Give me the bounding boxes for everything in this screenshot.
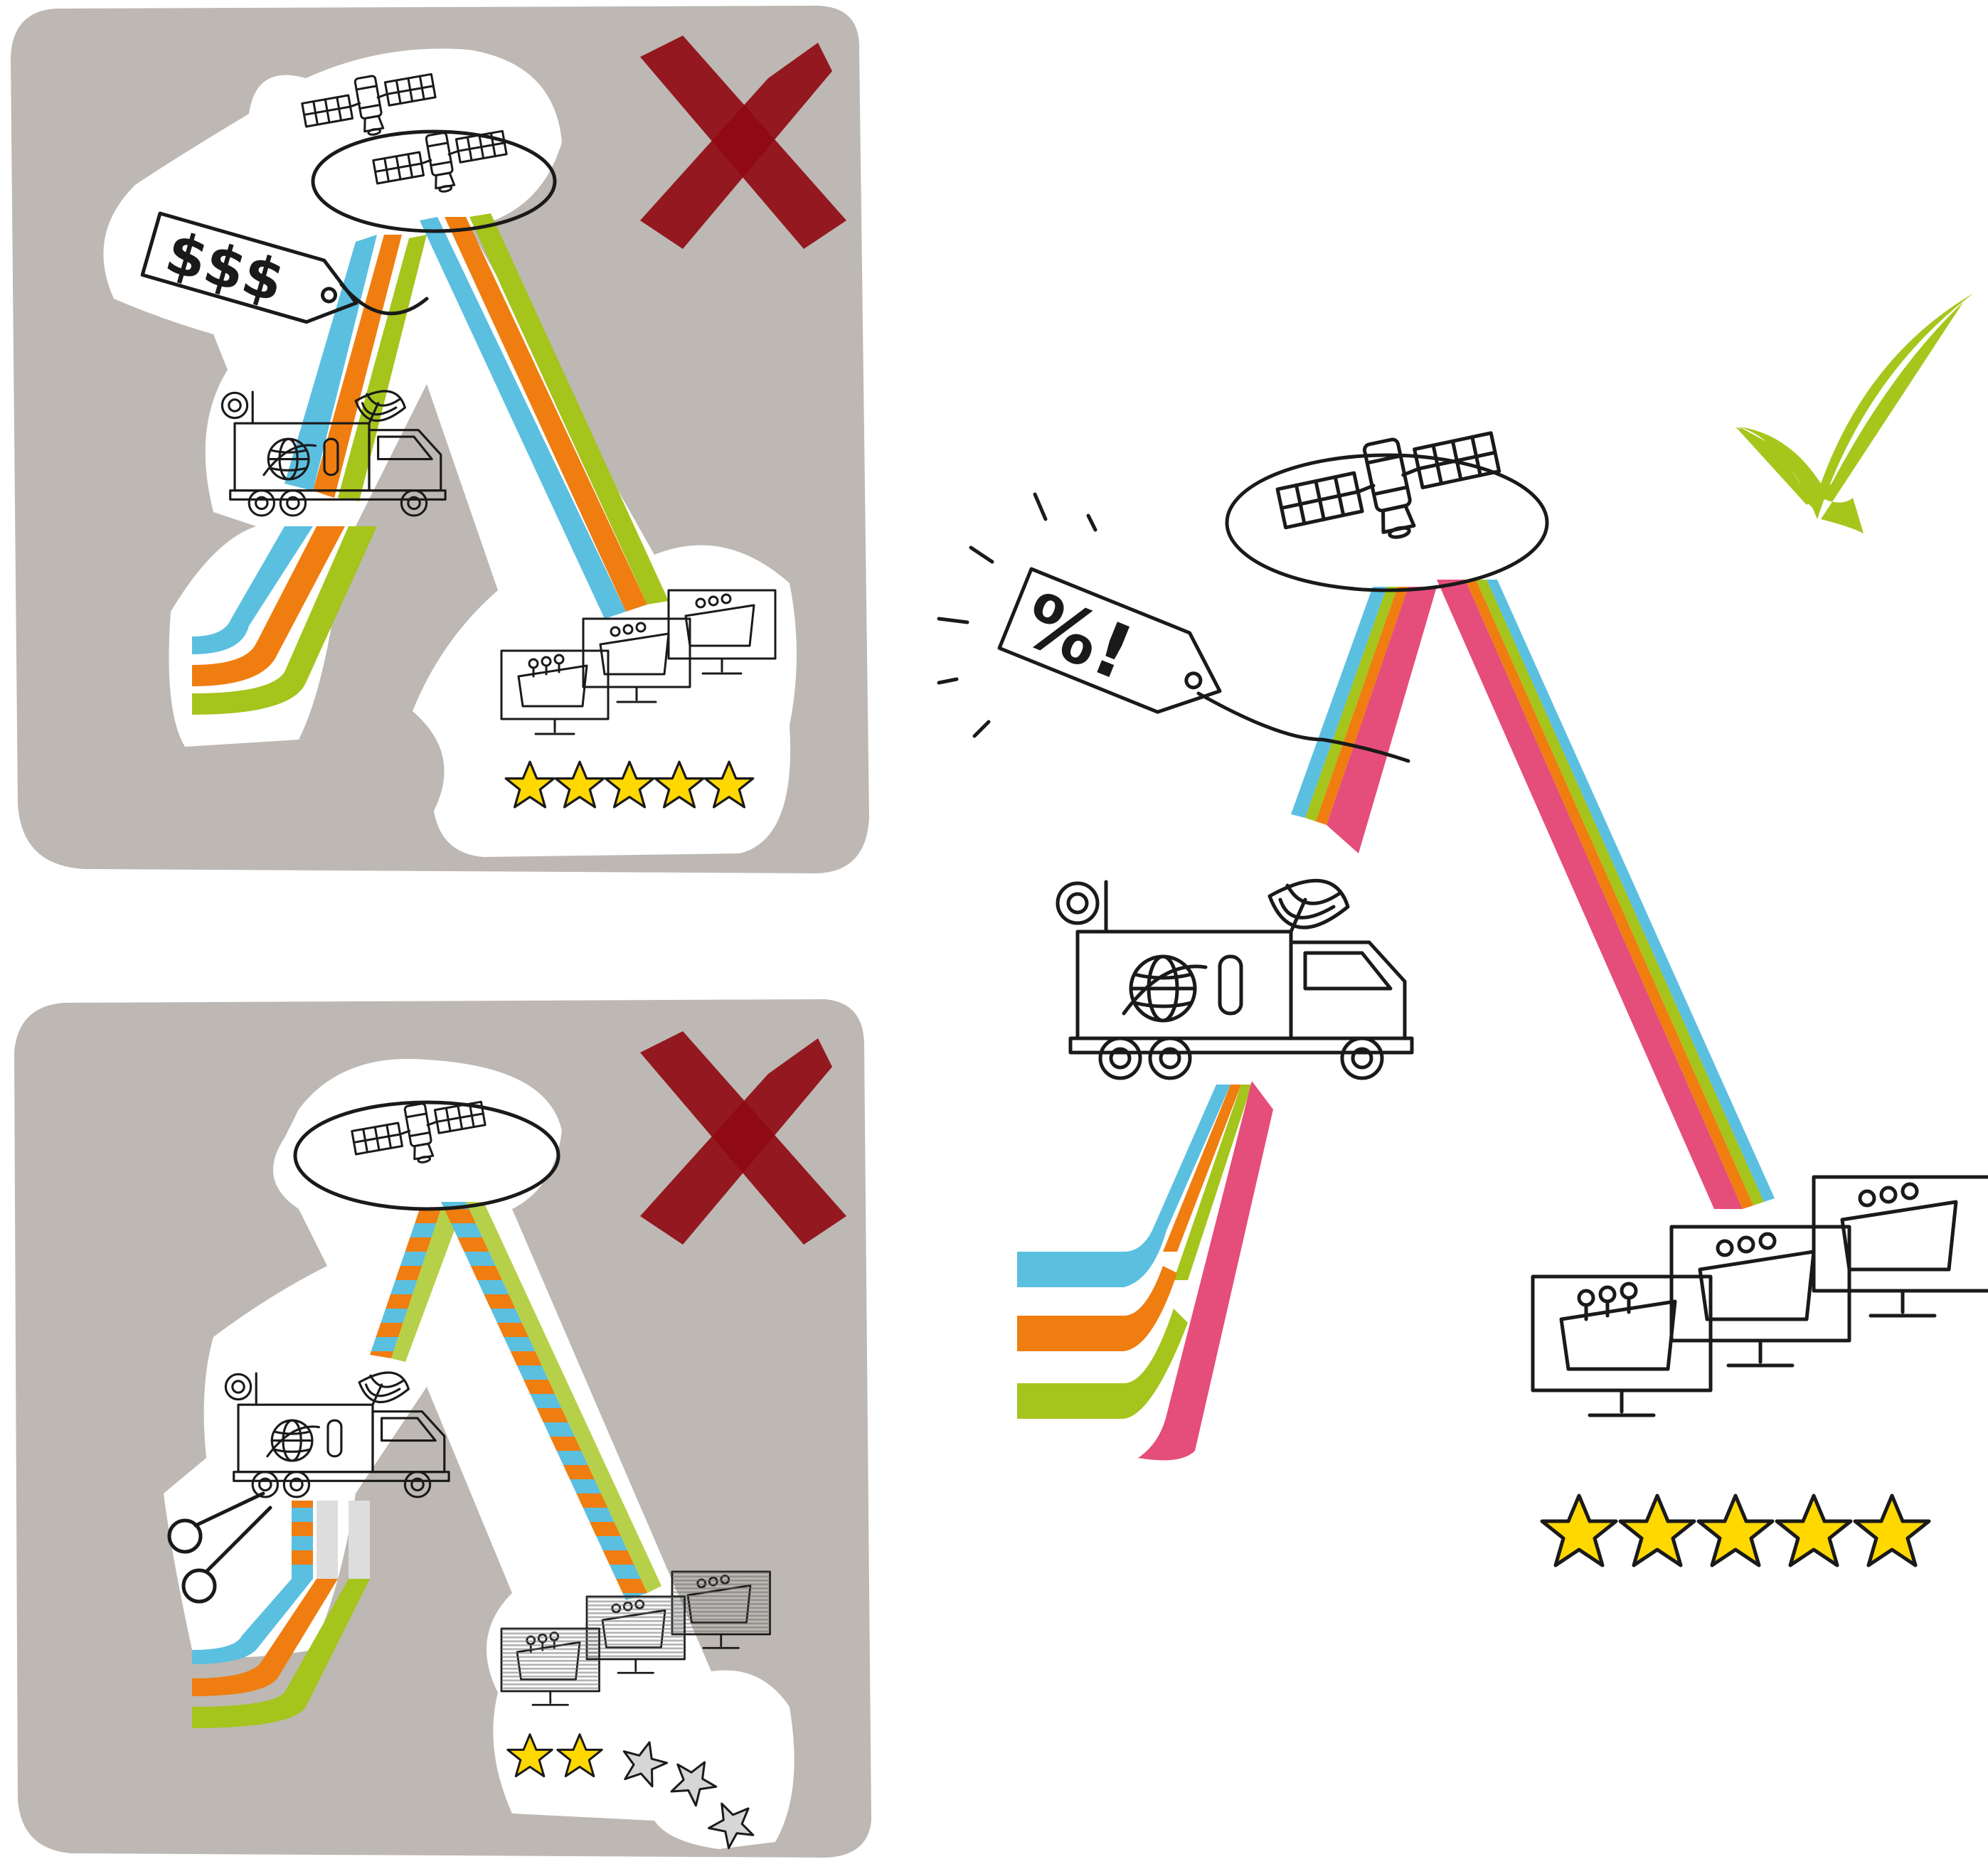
tv-screen-icon — [585, 1595, 686, 1674]
check-mark-icon — [1735, 292, 1970, 533]
signal-beams — [192, 213, 669, 715]
tv-screen-icon — [671, 1570, 771, 1649]
tv-screen-icon — [500, 1627, 600, 1706]
satellite-orbit — [293, 1100, 560, 1211]
rating-stars — [1542, 1496, 1929, 1565]
satellite-orbit — [311, 129, 557, 233]
panel-degraded — [14, 999, 871, 1858]
check-mark-stroke — [1739, 293, 1974, 519]
satellite-orbit — [1225, 453, 1549, 592]
tv-screen-icon — [1533, 1277, 1711, 1415]
panel-expensive: $$$ — [11, 6, 869, 873]
tv-screen-icon — [1671, 1227, 1849, 1365]
satellite-icon — [1272, 419, 1509, 559]
tag-string — [339, 282, 429, 316]
star-icon — [1542, 1496, 1616, 1565]
price-tag-icon: %! — [997, 567, 1222, 714]
tag-string — [1196, 691, 1410, 763]
star-icon — [1777, 1496, 1851, 1565]
signal-beams-broken — [192, 1202, 661, 1728]
price-tag-label: %! — [1011, 576, 1145, 697]
scissors-icon — [167, 1491, 272, 1604]
tv-screen-icon — [1814, 1177, 1988, 1316]
star-icon — [1855, 1496, 1929, 1565]
star-icon — [1699, 1496, 1772, 1565]
panel-optimal: %! — [937, 292, 1988, 1565]
star-icon — [1620, 1496, 1694, 1565]
broadcast-truck-icon — [1058, 880, 1412, 1078]
signal-beams-compressed — [1017, 580, 1775, 1461]
burst-lines — [937, 492, 1097, 738]
